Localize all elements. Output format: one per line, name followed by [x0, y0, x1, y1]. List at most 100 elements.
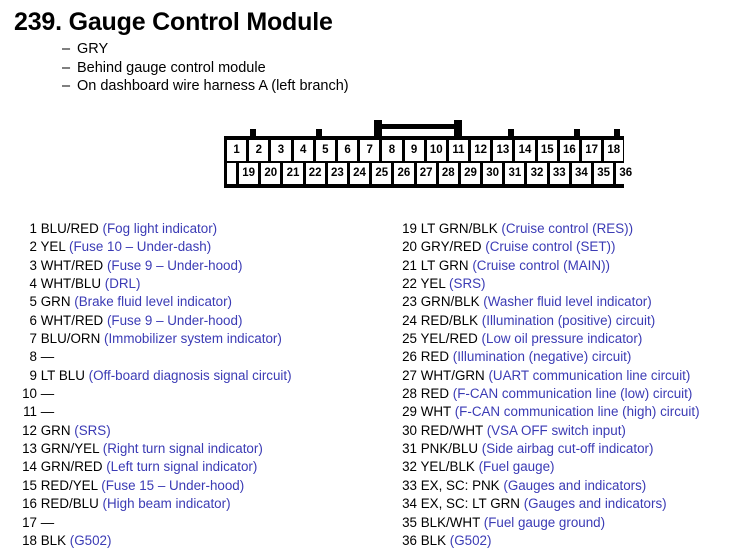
- connector-pin-9: 9: [404, 140, 424, 161]
- connector-pin-13: 13: [493, 140, 513, 161]
- pin-description: (Immobilizer system indicator): [104, 331, 282, 347]
- pin-unused-marker: —: [40, 404, 55, 420]
- dash-marker: –: [62, 78, 71, 94]
- pin-description: (Brake fluid level indicator): [74, 294, 233, 310]
- pin-description: (UART communication line circuit): [488, 367, 691, 383]
- pin-wire-color: BLK/WHT: [420, 514, 481, 530]
- dash-marker: –: [62, 59, 71, 76]
- pin-entry: 22 YEL (SRS): [398, 275, 751, 293]
- pin-entry: 11 —: [18, 403, 378, 421]
- pin-number: 10: [22, 386, 37, 402]
- pin-wire-color: RED: [420, 386, 450, 402]
- connector-pin-6: 6: [337, 140, 358, 161]
- connector-notch: [250, 129, 256, 137]
- connector-notch: [574, 129, 580, 137]
- connector-pin-10: 10: [426, 140, 446, 161]
- connector-pin-23: 23: [327, 163, 347, 184]
- pin-number: 2: [29, 239, 37, 255]
- pin-description: (Low oil pressure indicator): [481, 331, 643, 347]
- pin-entry: 5 GRN (Brake fluid level indicator): [18, 293, 378, 311]
- pin-wire-color: RED/BLU: [40, 496, 99, 512]
- pin-wire-color: WHT/BLU: [40, 276, 101, 292]
- pin-number: 23: [402, 294, 417, 310]
- pin-entry: 12 GRN (SRS): [18, 422, 378, 440]
- pin-unused-marker: —: [40, 349, 55, 365]
- pin-unused-marker: —: [40, 386, 55, 402]
- locking-tab-post-right: [454, 120, 462, 139]
- pin-wire-color: GRN/YEL: [40, 441, 100, 457]
- pin-description: (High beam indicator): [102, 496, 231, 512]
- pin-entry: 10 —: [18, 385, 378, 403]
- pin-entry: 20 GRY/RED (Cruise control (SET)): [398, 238, 751, 256]
- pin-entry: 28 RED (F-CAN communication line (low) c…: [398, 385, 751, 403]
- pin-wire-color: GRN/BLK: [420, 294, 480, 310]
- connector-pin-15: 15: [537, 140, 557, 161]
- pin-entry: 23 GRN/BLK (Washer fluid level indicator…: [398, 293, 751, 311]
- connector-pin-4: 4: [293, 140, 313, 161]
- connector-pin-20: 20: [261, 163, 281, 184]
- connector-pin-24: 24: [349, 163, 370, 184]
- pin-description: (Fuse 9 – Under-hood): [106, 257, 243, 273]
- pin-number: 17: [22, 514, 37, 530]
- pin-wire-color: EX, SC: LT GRN: [420, 496, 520, 512]
- connector-pin-3: 3: [271, 140, 291, 161]
- pin-entry: 3 WHT/RED (Fuse 9 – Under-hood): [18, 257, 378, 275]
- pin-entry: 33 EX, SC: PNK (Gauges and indicators): [398, 477, 751, 495]
- connector-notch: [316, 129, 322, 137]
- pin-wire-color: YEL: [420, 276, 446, 292]
- connector-pin-25: 25: [372, 163, 392, 184]
- pin-entry: 21 LT GRN (Cruise control (MAIN)): [398, 257, 751, 275]
- subtitle-list: –GRY –Behind gauge control module –On da…: [62, 40, 562, 96]
- subtitle-text: GRY: [77, 41, 109, 57]
- pin-number: 30: [402, 422, 417, 438]
- connector-pin-32: 32: [527, 163, 547, 184]
- pin-description: (Fuel gauge): [478, 459, 555, 475]
- connector-pin-2: 2: [249, 140, 269, 161]
- pin-entry: 16 RED/BLU (High beam indicator): [18, 495, 378, 513]
- pin-number: 14: [22, 459, 37, 475]
- pin-number: 5: [29, 294, 37, 310]
- pin-entry: 13 GRN/YEL (Right turn signal indicator): [18, 440, 378, 458]
- connector-pin-19: 19: [239, 163, 259, 184]
- subtitle-text: Behind gauge control module: [77, 59, 266, 76]
- pin-number: 15: [22, 477, 37, 493]
- pin-wire-color: GRN: [40, 294, 71, 310]
- pin-description: (Gauges and indicators): [503, 477, 647, 493]
- connector-pin-28: 28: [438, 163, 458, 184]
- pin-number: 25: [402, 331, 417, 347]
- pin-number: 34: [402, 496, 417, 512]
- pin-number: 20: [402, 239, 417, 255]
- pin-description: (Fuse 15 – Under-hood): [101, 477, 245, 493]
- connector-pin-36: 36: [616, 163, 636, 184]
- pin-entry: 32 YEL/BLK (Fuel gauge): [398, 458, 751, 476]
- pin-description: (G502): [449, 532, 492, 548]
- pin-wire-color: EX, SC: PNK: [420, 477, 500, 493]
- pin-description: (SRS): [449, 276, 486, 292]
- pin-description: (Gauges and indicators): [523, 496, 667, 512]
- pin-number: 9: [29, 367, 37, 383]
- subtitle-item: –On dashboard wire harness A (left branc…: [62, 77, 562, 96]
- pin-wire-color: LT GRN/BLK: [420, 221, 498, 236]
- pin-description: (Fuse 10 – Under-dash): [69, 239, 212, 255]
- subtitle-text: On dashboard wire harness A (left branch…: [77, 78, 349, 94]
- connector-pin-27: 27: [416, 163, 436, 184]
- pin-number: 12: [22, 422, 37, 438]
- pin-description: (Fuel gauge ground): [483, 514, 606, 530]
- pin-entry: 14 GRN/RED (Left turn signal indicator): [18, 458, 378, 476]
- pin-description: (Cruise control (SET)): [485, 239, 616, 255]
- connector-pin-blank-bottom-left: [227, 163, 236, 184]
- pin-number: 26: [402, 349, 417, 365]
- connector-pin-29: 29: [460, 163, 481, 184]
- pin-entry: 7 BLU/ORN (Immobilizer system indicator): [18, 330, 378, 348]
- pin-number: 18: [22, 532, 37, 548]
- pin-number: 36: [402, 532, 417, 548]
- pin-description: (Cruise control (MAIN)): [472, 257, 610, 273]
- connector-pin-18: 18: [604, 140, 624, 161]
- pin-description: (Left turn signal indicator): [106, 459, 258, 475]
- pin-description: (Fog light indicator): [102, 221, 218, 236]
- pin-wire-color: YEL/BLK: [420, 459, 475, 475]
- pin-list-right: 19 LT GRN/BLK (Cruise control (RES))20 G…: [398, 220, 751, 550]
- pin-number: 29: [402, 404, 417, 420]
